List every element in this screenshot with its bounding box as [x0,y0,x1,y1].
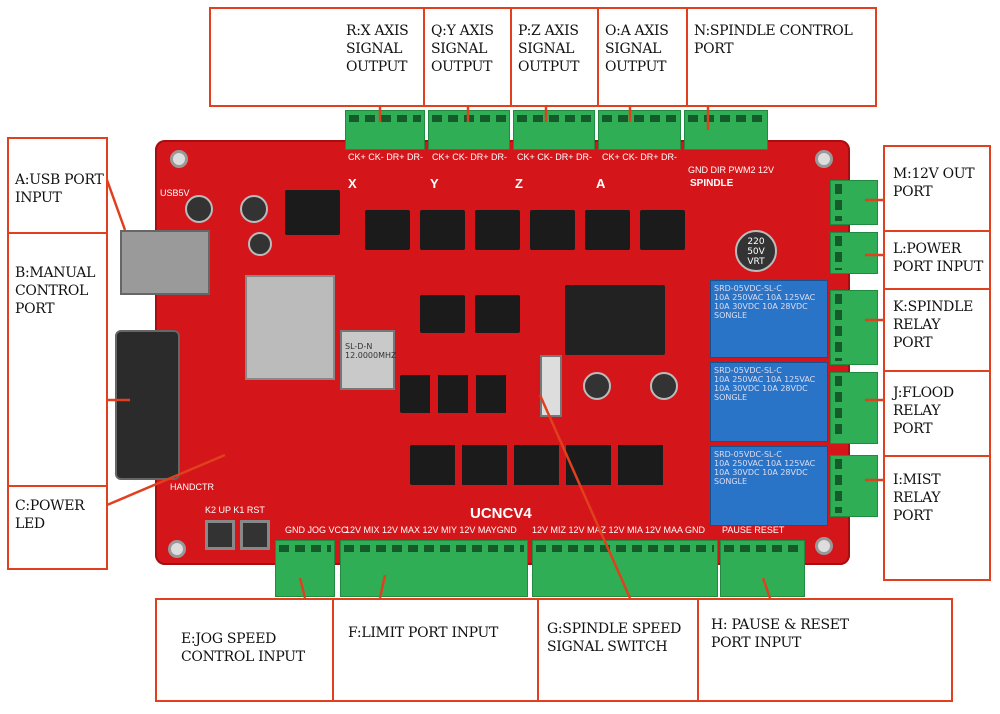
crystal-oscillator: SL-D-N 12.0000MHZ [340,330,396,390]
button-k1[interactable] [240,520,270,550]
z-pins: CK+ CK- DR+ DR- [517,152,593,162]
label-j-flood-relay: J:FLOOD RELAY PORT [883,370,991,457]
mist-relay-terminal [830,455,878,517]
jog-terminal [275,540,335,597]
optocoupler [475,210,520,250]
buttons-silk: K2 UP K1 RST [205,505,265,515]
label-o-a-axis: O:A AXIS SIGNAL OUTPUT [597,7,688,107]
label-i-mist-relay: I:MIST RELAY PORT [883,455,991,581]
pause-reset-pins: PAUSE RESET [722,525,785,535]
spindle-speed-switch[interactable] [540,355,562,417]
spindle-control-terminal [684,110,768,150]
voltage-regulator [565,285,665,355]
db15-handctr-port [115,330,180,480]
label-e-jog-speed: E:JOG SPEED CONTROL INPUT [155,598,334,702]
label-h-pause-reset: H: PAUSE & RESET PORT INPUT [697,598,953,702]
label-p-z-axis: P:Z AXIS SIGNAL OUTPUT [510,7,599,107]
relay-text: SRD-05VDC-SL-C 10A 250VAC 10A 125VAC 10A… [714,450,816,477]
label-f-limit-port: F:LIMIT PORT INPUT [332,598,539,702]
limit-pins-1: 12V MIX 12V MAX 12V MIY 12V MAYGND [345,525,517,535]
x-axis-terminal [345,110,425,150]
optocoupler [530,210,575,250]
axis-a-label: A [596,176,606,191]
a-axis-terminal [598,110,681,150]
limit-pins-2: 12V MIZ 12V MAZ 12V MIA 12V MAA GND [532,525,706,535]
mount-hole [168,540,186,558]
label-k-spindle-relay: K:SPINDLE RELAY PORT [883,288,991,372]
axis-y-label: Y [430,176,439,191]
capacitor [240,195,268,223]
label-b-manual-control: B:MANUAL CONTROL PORT [7,232,108,487]
label-g-spindle-speed-switch: G:SPINDLE SPEED SIGNAL SWITCH [537,598,699,702]
a-pins: CK+ CK- DR+ DR- [602,152,678,162]
capacitor [248,232,272,256]
x-pins: CK+ CK- DR+ DR- [348,152,424,162]
capacitor [650,372,678,400]
label-r-x-axis: R:X AXIS SIGNAL OUTPUT [209,7,425,107]
limit-terminal-1 [340,540,528,597]
spindle-label: SPINDLE [690,178,734,189]
y-pins: CK+ CK- DR+ DR- [432,152,508,162]
relay-brand: SONGLE [714,393,748,402]
usb-silk: USB5V [160,188,190,198]
relay-brand: SONGLE [714,477,748,486]
power-input-terminal [830,232,878,274]
optocoupler [420,295,465,333]
mount-hole [815,537,833,555]
power-capacitor: 220 50V VRT [735,230,777,272]
usb-chip-shield [245,275,335,380]
relay-text: SRD-05VDC-SL-C 10A 250VAC 10A 125VAC 10A… [714,366,816,393]
flood-relay-terminal [830,372,878,444]
handctr-silk: HANDCTR [170,482,214,492]
axis-z-label: Z [515,176,523,191]
label-m-12v-out: M:12V OUT PORT [883,145,991,232]
optocoupler [585,210,630,250]
mist-relay: SRD-05VDC-SL-C 10A 250VAC 10A 125VAC 10A… [710,446,828,526]
optocoupler-row [410,445,665,485]
spindle-relay-terminal [830,290,878,365]
label-l-power-input: L:POWER PORT INPUT [883,230,991,290]
capacitor [185,195,213,223]
spindle-relay: SRD-05VDC-SL-C 10A 250VAC 10A 125VAC 10A… [710,280,828,358]
optocoupler [475,295,520,333]
button-k2[interactable] [205,520,235,550]
optocoupler [640,210,685,250]
jog-pins: GND JOG VCC [285,525,348,535]
label-q-y-axis: Q:Y AXIS SIGNAL OUTPUT [423,7,512,107]
label-c-power-led: C:POWER LED [7,485,108,570]
board-name: UCNCV4 [470,505,532,522]
label-n-spindle-control: N:SPINDLE CONTROL PORT [686,7,877,107]
12v-out-terminal [830,180,878,225]
mount-hole [815,150,833,168]
pause-reset-terminal [720,540,805,597]
z-axis-terminal [513,110,595,150]
axis-x-label: X [348,176,357,191]
relay-text: SRD-05VDC-SL-C 10A 250VAC 10A 125VAC 10A… [714,284,816,311]
ic-chip [285,190,340,235]
capacitor [583,372,611,400]
spindle-pins: GND DIR PWM2 12V [688,165,775,175]
mount-hole [170,150,188,168]
optocoupler [420,210,465,250]
flood-relay: SRD-05VDC-SL-C 10A 250VAC 10A 125VAC 10A… [710,362,828,442]
label-a-usb: A:USB PORT INPUT [7,137,108,234]
optocoupler-row [400,375,510,413]
usb-port [120,230,210,295]
optocoupler [365,210,410,250]
relay-brand: SONGLE [714,311,748,320]
